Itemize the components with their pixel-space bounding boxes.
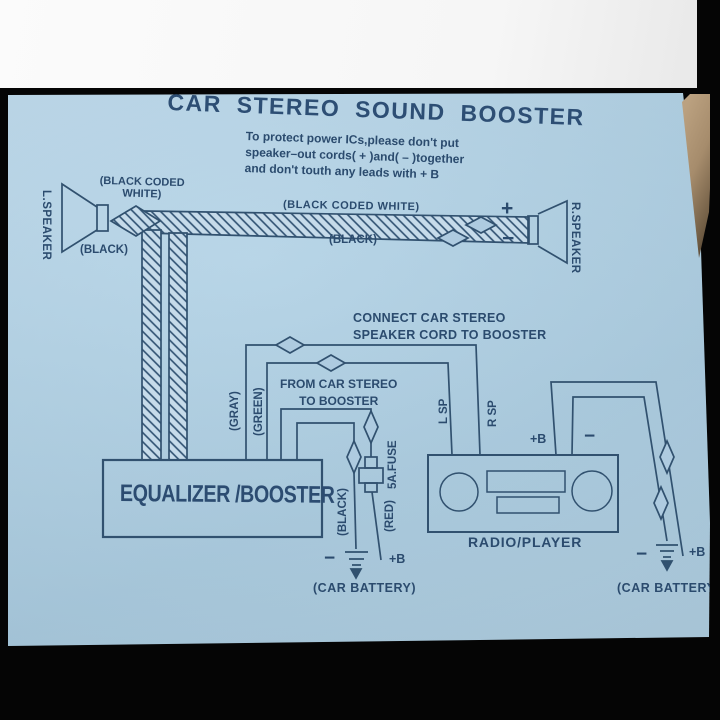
right-speaker-label: R.SPEAKER <box>569 202 581 274</box>
plus-terminal-label: + <box>501 197 514 220</box>
diagram-panel <box>8 93 710 646</box>
cord-connector-diamond <box>436 229 470 247</box>
battery1-minus-label: − <box>324 548 336 569</box>
note-line: TO BOOSTER <box>299 394 379 408</box>
radio-player-box <box>427 454 619 533</box>
radio-slot <box>496 496 560 514</box>
radio-knob-right <box>571 470 613 512</box>
equalizer-booster-label: EQUALIZER /BOOSTER <box>119 480 335 509</box>
wire-label-black-left: (BLACK) <box>80 244 128 256</box>
wire-label-black-power: (BLACK) <box>337 488 349 536</box>
battery1-plusb-label: +B <box>389 552 406 566</box>
battery2-plusb-label: +B <box>689 545 706 559</box>
photo-black-edge <box>710 90 720 650</box>
from-car-stereo-note: FROM CAR STEREO TO BOOSTER <box>280 376 397 410</box>
ground-symbol <box>656 544 678 572</box>
battery1-label: (CAR BATTERY) <box>313 581 417 595</box>
wire-label-black-top: (BLACK) <box>329 234 377 246</box>
wire-label-l-sp: L SP <box>438 398 450 424</box>
note-line: CONNECT CAR STEREO <box>353 311 506 325</box>
minus-terminal-label: − <box>502 227 515 250</box>
right-speaker-icon <box>527 199 568 265</box>
wire-label-black-coded-white-left: (BLACK CODED WHITE) <box>99 174 185 201</box>
radio-minus-wire <box>571 396 678 572</box>
left-speaker-label: L.SPEAKER <box>40 190 52 261</box>
red-power-wire <box>280 408 384 561</box>
gray-cord <box>245 336 481 460</box>
connect-cord-note: CONNECT CAR STEREO SPEAKER CORD TO BOOST… <box>353 310 547 344</box>
radio-display <box>486 470 566 493</box>
radio-knob-left <box>439 472 479 512</box>
note-line: FROM CAR STEREO <box>280 377 398 391</box>
wire-label-gray: (GRAY) <box>229 391 241 431</box>
fuse-label: 5A.FUSE <box>387 440 399 489</box>
wire-label-black-coded-white-top: (BLACK CODED WHITE) <box>282 198 420 214</box>
cord-connector-diamond <box>464 216 498 234</box>
left-speaker-icon <box>61 182 109 254</box>
speaker-cord-bands <box>109 205 530 461</box>
ground-symbol <box>345 551 368 580</box>
cord-connector-diamond <box>109 205 162 237</box>
wire-label-r-sp: R SP <box>487 400 499 427</box>
radio-minus-label: − <box>584 426 596 447</box>
fuse-icon <box>358 456 384 493</box>
battery2-minus-label: − <box>636 544 648 565</box>
equalizer-booster-box <box>101 458 324 539</box>
battery2-label: (CAR BATTERY <box>617 581 716 595</box>
black-ground-wire <box>296 422 368 580</box>
radio-plusb-label: +B <box>530 432 547 446</box>
radio-plusb-wire <box>550 381 684 557</box>
warning-text: To protect power ICs,please don't put sp… <box>244 128 465 183</box>
wire-label-green: (GREEN) <box>253 387 265 436</box>
radio-player-label: RADIO/PLAYER <box>468 534 583 550</box>
wire-label-red: (RED) <box>384 500 396 532</box>
green-cord <box>266 354 453 460</box>
note-line: SPEAKER CORD TO BOOSTER <box>353 328 547 342</box>
box-lid-white-strip <box>0 0 697 88</box>
